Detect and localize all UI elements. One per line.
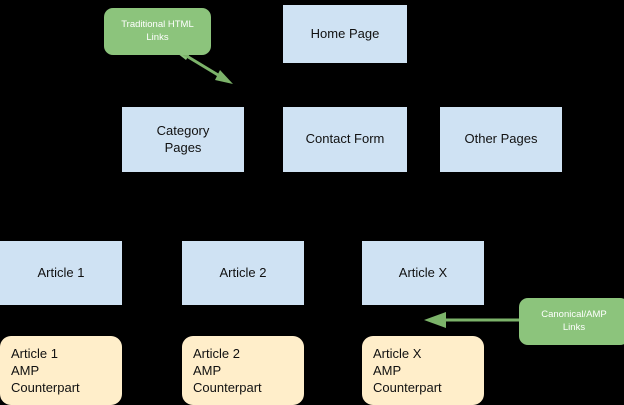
- box-article-1[interactable]: Article 1: [0, 241, 122, 305]
- box-article-1-amp-counterpart[interactable]: Article 1 AMP Counterpart: [0, 336, 122, 405]
- box-article-x[interactable]: Article X: [362, 241, 484, 305]
- box-article-x-amp-counterpart[interactable]: Article X AMP Counterpart: [362, 336, 484, 405]
- note-traditional-html-links: Traditional HTML Links: [104, 8, 211, 55]
- box-category-pages[interactable]: Category Pages: [122, 107, 244, 172]
- box-contact-form[interactable]: Contact Form: [283, 107, 407, 172]
- box-home-page[interactable]: Home Page: [283, 5, 407, 63]
- arrow-canonical-amp-links: [424, 312, 519, 328]
- box-article-2[interactable]: Article 2: [182, 241, 304, 305]
- box-other-pages[interactable]: Other Pages: [440, 107, 562, 172]
- note-canonical-amp-links: Canonical/AMP Links: [519, 298, 624, 345]
- box-article-2-amp-counterpart[interactable]: Article 2 AMP Counterpart: [182, 336, 304, 405]
- arrow-traditional-html-links: [179, 50, 233, 84]
